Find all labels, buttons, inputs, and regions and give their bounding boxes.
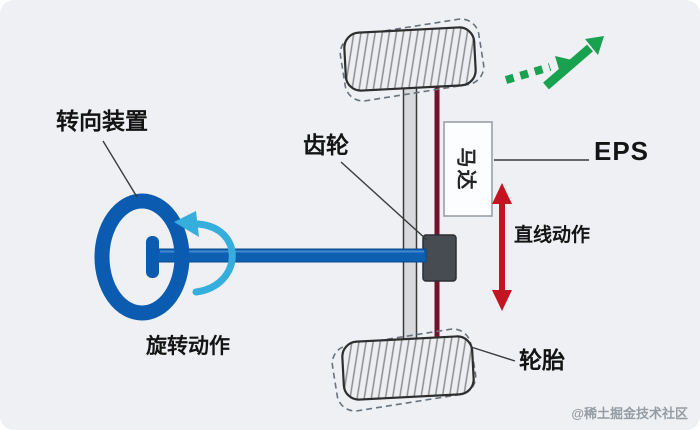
watermark: @稀土掘金技术社区 <box>571 406 688 421</box>
label-linear-motion: 直线动作 <box>514 225 591 246</box>
motor-box <box>443 121 493 217</box>
label-steering-device: 转向装置 <box>56 108 148 134</box>
steering-wheel-hub <box>146 236 159 278</box>
gear-box <box>422 234 457 282</box>
bottom-tire-dashed-outline <box>331 328 477 412</box>
label-gear: 齿轮 <box>303 132 349 158</box>
green-solid-arrow-head <box>585 36 604 55</box>
linear-motion-arrow-top-head <box>492 183 512 204</box>
linear-motion-arrow-bottom-head <box>492 290 512 311</box>
bottom-tire <box>341 335 475 401</box>
steering-label-line <box>102 140 138 198</box>
steering-wheel-ring <box>94 193 190 321</box>
label-motor-container: 马达 <box>444 122 492 216</box>
label-eps: EPS <box>594 136 650 166</box>
top-tire <box>343 26 477 92</box>
green-solid-arrow <box>543 44 593 90</box>
rotation-arrow-head <box>174 211 199 237</box>
rack-bar <box>402 59 418 371</box>
label-tire: 轮胎 <box>519 347 565 373</box>
tire-label-line <box>470 346 516 362</box>
rotation-arrow <box>192 220 236 296</box>
gear-label-line <box>340 161 428 241</box>
top-tire-dashed-outline <box>339 18 485 102</box>
green-dotted-arrow <box>504 63 552 84</box>
label-rotary-motion: 旋转动作 <box>146 335 230 358</box>
label-motor: 马达 <box>454 147 477 191</box>
